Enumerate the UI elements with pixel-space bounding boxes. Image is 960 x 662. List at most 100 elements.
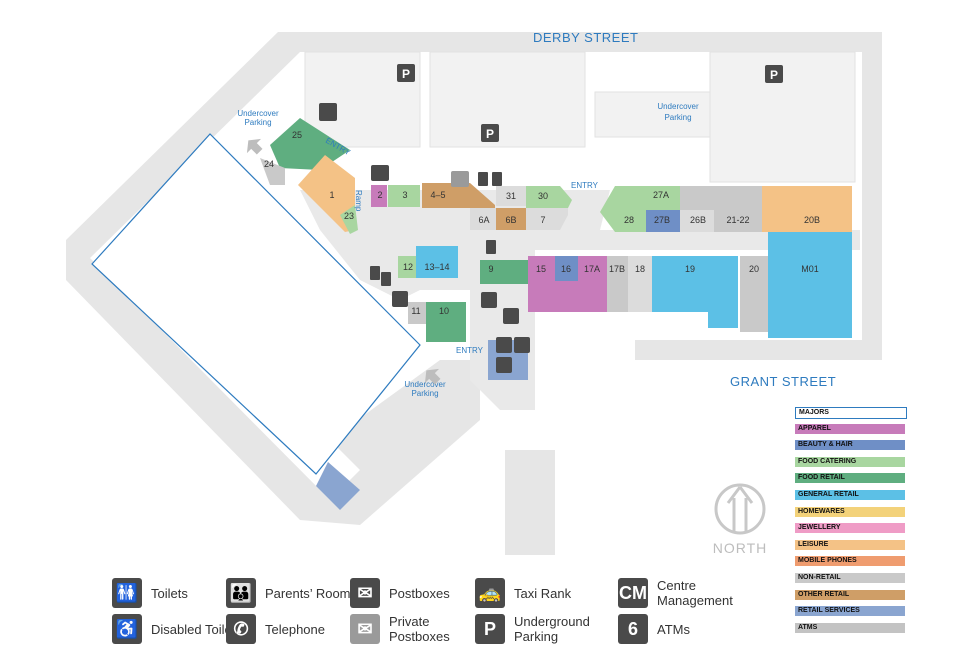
svg-text:25: 25: [292, 130, 302, 140]
key-label: Postboxes: [389, 585, 450, 601]
shop-20[interactable]: [740, 256, 768, 332]
centre-management-icon[interactable]: [514, 337, 530, 353]
atm-icon[interactable]: [381, 272, 391, 286]
shop-27A-ext: [680, 186, 762, 210]
shop-9[interactable]: [480, 260, 528, 284]
svg-text:27B: 27B: [654, 215, 670, 225]
arrow-icon: [246, 138, 263, 155]
key-item: ✉Postboxes: [350, 578, 489, 608]
svg-text:15: 15: [536, 264, 546, 274]
undercover-parking-label-3a: Undercover: [404, 380, 446, 389]
disabled-toilet-icon[interactable]: [496, 357, 512, 373]
atm-icon[interactable]: [486, 240, 496, 254]
shop-26B[interactable]: [680, 210, 714, 232]
key-label: Private Postboxes: [389, 614, 450, 644]
major-store[interactable]: [91, 133, 421, 475]
shop-16[interactable]: [555, 256, 578, 281]
shop-20B[interactable]: [762, 186, 852, 232]
legend-item: LEISURE: [795, 539, 905, 550]
shop-1[interactable]: [298, 155, 355, 232]
svg-text:19: 19: [685, 264, 695, 274]
legend-label: MOBILE PHONES: [798, 557, 857, 565]
svg-text:11: 11: [411, 306, 420, 316]
legend-label: ATMS: [798, 623, 818, 631]
legend-item: MOBILE PHONES: [795, 556, 905, 567]
shops: [260, 118, 852, 510]
shop-30[interactable]: [526, 186, 572, 208]
key-label: Toilets: [151, 585, 188, 601]
taxi-icon: 🚕: [475, 578, 505, 608]
shop-21-22[interactable]: [714, 210, 762, 232]
key-label: Taxi Rank: [514, 585, 572, 601]
shop-27A[interactable]: [600, 186, 700, 232]
legend-label: FOOD RETAIL: [798, 474, 845, 482]
telephone-icon[interactable]: [503, 308, 519, 324]
key-label: Disabled Toilet: [151, 621, 236, 637]
key-label: Parents’ Room: [265, 585, 351, 601]
key-item: 🚻Toilets: [112, 578, 251, 608]
shop-27B[interactable]: [646, 210, 680, 232]
legend-item: OTHER RETAIL: [795, 589, 905, 600]
shop-M01[interactable]: [768, 232, 852, 338]
postbox-icon[interactable]: [371, 165, 389, 181]
shop-24[interactable]: [260, 158, 285, 185]
key-label: Underground Parking: [514, 614, 590, 644]
shop-31[interactable]: [496, 186, 526, 206]
svg-text:18: 18: [635, 264, 645, 274]
key-item: ✉Private Postboxes: [350, 614, 489, 644]
shop-17B[interactable]: [607, 256, 628, 312]
svg-text:28: 28: [624, 215, 634, 225]
telephone-icon[interactable]: [392, 291, 408, 307]
parking-icon[interactable]: [765, 65, 783, 83]
shop-15[interactable]: [528, 256, 578, 312]
legend-item: BEAUTY & HAIR: [795, 440, 905, 451]
shop-13-14[interactable]: [416, 246, 458, 278]
legend-item: HOMEWARES: [795, 506, 905, 517]
svg-text:2: 2: [377, 190, 382, 200]
shop-7[interactable]: [526, 208, 568, 230]
taxi-icon[interactable]: [319, 103, 337, 121]
legend-item: NON-RETAIL: [795, 573, 905, 583]
shop-10[interactable]: [426, 302, 466, 342]
shop-18[interactable]: [628, 256, 652, 312]
shop-17A[interactable]: [578, 256, 607, 312]
legend-label: GENERAL RETAIL: [798, 491, 859, 498]
parking-icon[interactable]: [397, 64, 415, 82]
svg-text:P: P: [770, 68, 778, 82]
atm-icon[interactable]: [370, 266, 380, 280]
svg-text:10: 10: [439, 306, 449, 316]
entrance-block: [316, 462, 360, 510]
legend-label: APPAREL: [798, 424, 831, 432]
svg-text:30: 30: [538, 191, 548, 201]
disabled-toilet-icon: ♿: [112, 614, 142, 644]
legend-item: RETAIL SERVICES: [795, 606, 905, 617]
shop-3[interactable]: [388, 185, 420, 207]
atm-icon[interactable]: [478, 172, 488, 186]
roads: [66, 32, 882, 555]
parking-icon[interactable]: [481, 124, 499, 142]
shop-12[interactable]: [398, 256, 416, 278]
key-item: ✆Telephone: [226, 614, 365, 644]
shop-2[interactable]: [371, 185, 387, 207]
shop-11[interactable]: [408, 302, 426, 324]
svg-text:P: P: [486, 127, 494, 141]
atm-icon: 6: [618, 614, 648, 644]
legend-label: LEISURE: [798, 540, 829, 548]
shop-6B[interactable]: [496, 208, 526, 230]
shop-19[interactable]: [652, 256, 738, 328]
parents-room-icon[interactable]: [481, 292, 497, 308]
private-postbox-icon[interactable]: [451, 171, 469, 187]
shop-6A[interactable]: [470, 208, 496, 230]
parking-icon: P: [475, 614, 505, 644]
svg-text:1: 1: [329, 190, 334, 200]
toilets-icon[interactable]: [496, 337, 512, 353]
derby-street-label: DERBY STREET: [533, 30, 638, 45]
key-item: 🚕 Taxi Rank: [475, 578, 614, 608]
shop-23[interactable]: [340, 205, 358, 234]
svg-text:23: 23: [344, 211, 354, 221]
undercover-parking-label-1b: Parking: [244, 118, 271, 127]
shop-25[interactable]: [270, 118, 350, 170]
legend-label: BEAUTY & HAIR: [798, 441, 853, 449]
atm-icon[interactable]: [492, 172, 502, 186]
